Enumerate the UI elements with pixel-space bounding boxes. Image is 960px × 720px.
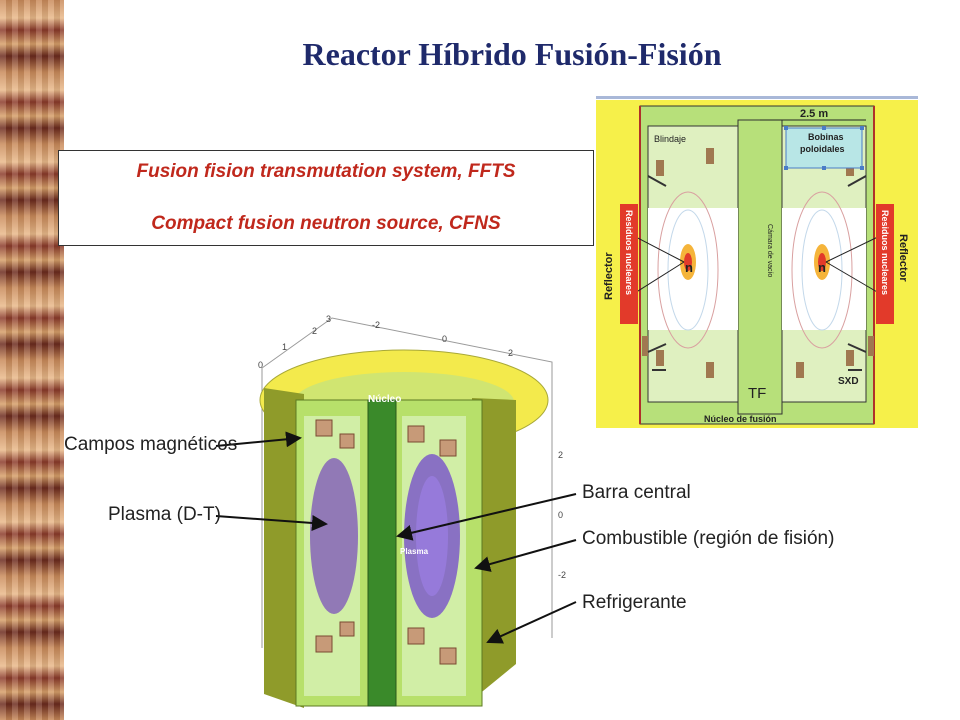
bobinas-label-2: poloidales <box>800 144 845 154</box>
outer-wall-left <box>264 388 304 708</box>
tick-right-1: 2 <box>558 450 563 460</box>
central-column <box>737 119 783 415</box>
decorative-side-strip <box>0 0 64 720</box>
reactor-cutaway-3d: 3 2 1 0 -2 0 2 2 0 -2 Núcleo Plasma <box>258 314 566 708</box>
tick-right-3: -2 <box>558 570 566 580</box>
text-box: Fusion fision transmutation system, FFTS… <box>58 150 594 246</box>
tick-top-7: 2 <box>508 348 513 358</box>
plasma-left <box>310 458 358 614</box>
callout-combustible: Combustible (región de fisión) <box>582 528 835 549</box>
left-residuos-bar <box>620 204 638 324</box>
tick-top-5: -2 <box>372 320 380 330</box>
callout-plasma: Plasma (D-T) <box>108 504 221 525</box>
dimension-label: 2.5 m <box>800 108 828 120</box>
tf-label: TF <box>748 385 766 402</box>
residuos-right-label: Residuos nucleares <box>880 210 890 295</box>
page-title: Reactor Híbrido Fusión-Fisión <box>302 36 722 72</box>
tick-top-6: 0 <box>442 334 447 344</box>
right-residuos-bar <box>876 204 894 324</box>
residuos-left-label: Residuos nucleares <box>624 210 634 295</box>
callout-refrigerante: Refrigerante <box>582 592 687 613</box>
callout-barra: Barra central <box>582 482 691 503</box>
divider-line <box>596 96 918 99</box>
plasma-label: Plasma <box>400 547 429 556</box>
neutron-right: n <box>818 260 826 275</box>
neutron-left: n <box>685 260 693 275</box>
tick-top-2: 2 <box>312 326 317 336</box>
reflector-right-label: Reflector <box>897 234 909 282</box>
camara-label: Cámara de vacío <box>766 224 773 277</box>
central-rod <box>367 399 397 707</box>
tick-top-4: 0 <box>258 360 263 370</box>
bobinas-box <box>785 127 863 169</box>
tick-top-3: 1 <box>282 342 287 352</box>
tick-right-2: 0 <box>558 510 563 520</box>
nucleo-fusion-label: Núcleo de fusión <box>704 414 777 424</box>
cfns-text: Compact fusion neutron source, CFNS <box>151 213 501 234</box>
blindaje-label: Blindaje <box>654 134 686 144</box>
ffts-text: Fusion fision transmutation system, FFTS <box>136 161 516 182</box>
sxd-label: SXD <box>838 376 859 387</box>
nucleo-label: Núcleo <box>368 394 401 405</box>
bobinas-label-1: Bobinas <box>808 132 844 142</box>
callout-campos: Campos magnéticos <box>64 434 238 455</box>
reflector-left-label: Reflector <box>603 252 615 300</box>
reactor-schematic: 2.5 m Blindaje Bobinas poloidales n n Re… <box>596 100 918 428</box>
tick-top-1: 3 <box>326 314 331 324</box>
